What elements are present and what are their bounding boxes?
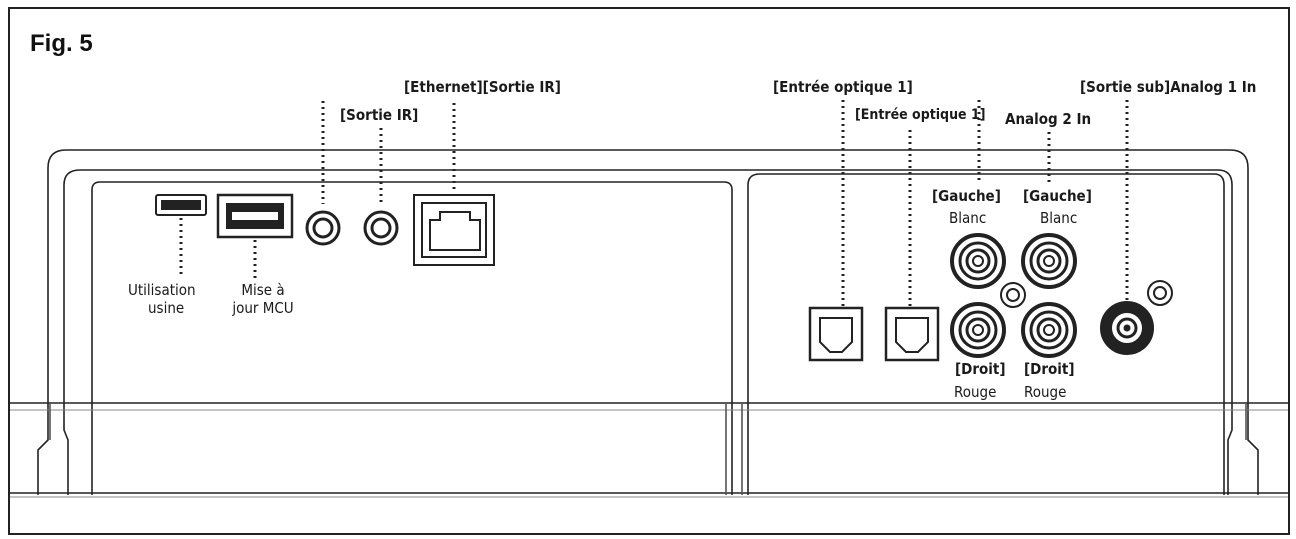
rca-analog1-left-icon — [950, 233, 1006, 289]
label-droit-1: [Droit] — [955, 360, 1006, 378]
rca-analog2-right-icon — [1021, 302, 1077, 358]
label-blanc-1: Blanc — [949, 209, 987, 227]
label-droit-2: [Droit] — [1024, 360, 1075, 378]
leader-lines — [179, 100, 1129, 306]
figure-frame — [8, 7, 1290, 535]
label-blanc-2: Blanc — [1040, 209, 1078, 227]
label-mise-a-jour-mcu: Mise à jour MCU — [223, 281, 303, 317]
rca-analog2-left-icon — [1021, 233, 1077, 289]
label-entree-optique-1-a: [Entrée optique 1] — [773, 78, 913, 96]
optical-port-1-icon — [808, 306, 864, 362]
left-panel — [91, 181, 733, 495]
figure-title: Fig. 5 — [30, 30, 93, 57]
ir-jack-2-icon — [363, 210, 399, 246]
label-rouge-1: Rouge — [954, 383, 997, 401]
label-analog-2-in: Analog 2 In — [1005, 110, 1092, 128]
usb-port-icon — [216, 193, 294, 239]
rca-sub-out-icon — [1100, 301, 1154, 355]
ground-screw-2-icon — [1147, 280, 1173, 306]
label-utilisation-line2: usine — [148, 299, 185, 317]
ethernet-port-icon — [413, 194, 495, 266]
label-entree-optique-1-b: [Entrée optique 1] — [855, 107, 986, 123]
label-mise-line1: Mise à — [241, 281, 285, 299]
label-utilisation-usine: Utilisation usine — [128, 281, 228, 317]
optical-port-2-icon — [884, 306, 940, 362]
right-panel — [747, 173, 1225, 495]
label-mise-line2: jour MCU — [232, 299, 294, 317]
ir-jack-1-icon — [305, 210, 341, 246]
label-ethernet-sortie-ir: [Ethernet][Sortie IR] — [404, 78, 561, 96]
device-outline — [37, 149, 1259, 495]
ground-screw-1-icon — [1000, 282, 1026, 308]
label-gauche-2: [Gauche] — [1023, 187, 1092, 205]
service-port-icon — [155, 194, 207, 216]
label-sortie-ir: [Sortie IR] — [340, 106, 419, 124]
label-sortie-sub-analog-1-in: [Sortie sub]Analog 1 In — [1080, 78, 1257, 96]
label-rouge-2: Rouge — [1024, 383, 1067, 401]
label-gauche-1: [Gauche] — [932, 187, 1001, 205]
label-utilisation-line1: Utilisation — [128, 281, 196, 299]
rca-analog1-right-icon — [950, 302, 1006, 358]
